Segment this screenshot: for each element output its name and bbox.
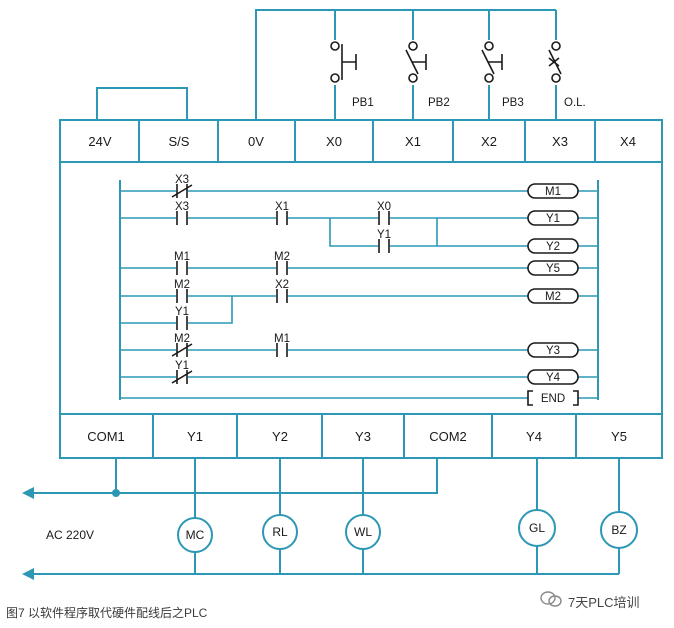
- coil-y1: Y1: [546, 213, 560, 225]
- ladder-rungs: [120, 190, 598, 399]
- load-rl: RL: [262, 514, 298, 550]
- switch-label-pb3: PB3: [502, 97, 524, 109]
- terminal-y1: Y1: [187, 429, 203, 444]
- coil-m1: M1: [545, 186, 561, 198]
- svg-text:GL: GL: [529, 521, 545, 535]
- switch-label-pb1: PB1: [352, 97, 374, 109]
- terminal-ss: S/S: [169, 134, 190, 149]
- contact-label-x3: X3: [175, 201, 189, 213]
- ol-contact: [548, 41, 562, 83]
- contact-label-y1-nc: Y1: [175, 360, 189, 372]
- contact-label-x2: X2: [275, 279, 289, 291]
- ladder-contacts: [171, 183, 390, 385]
- svg-text:RL: RL: [272, 525, 288, 539]
- terminal-24v: 24V: [88, 134, 111, 149]
- ladder-coils: [527, 183, 579, 406]
- terminal-y5: Y5: [611, 429, 627, 444]
- top-terminal-strip: 24V S/S 0V X0 X1 X2 X3 X4: [59, 119, 663, 163]
- pb3-switch: [481, 41, 503, 83]
- bottom-terminal-strip: COM1 Y1 Y2 Y3 COM2 Y4 Y5: [59, 413, 663, 459]
- terminal-x3: X3: [552, 134, 568, 149]
- switch-label-ol: O.L.: [564, 97, 586, 109]
- terminal-y4: Y4: [526, 429, 542, 444]
- output-wiring: [22, 458, 620, 580]
- terminal-x0: X0: [326, 134, 342, 149]
- coil-y3: Y3: [546, 345, 560, 357]
- switch-common-bus: [255, 9, 556, 120]
- svg-text:WL: WL: [354, 525, 372, 539]
- pb2-switch: [405, 41, 427, 83]
- contact-label-y1-b: Y1: [175, 306, 189, 318]
- contact-label-m2-nc: M2: [174, 333, 190, 345]
- end-instruction: END: [541, 393, 565, 405]
- terminal-y2: Y2: [272, 429, 288, 444]
- supply-label: AC 220V: [46, 528, 94, 542]
- coil-y4: Y4: [546, 372, 561, 384]
- coil-m2: M2: [545, 291, 561, 303]
- contact-label-x3-nc: X3: [175, 174, 189, 186]
- contact-label-y1-latch: Y1: [377, 229, 391, 241]
- contact-label-x0: X0: [377, 201, 391, 213]
- load-mc: MC: [177, 517, 213, 553]
- load-gl: GL: [518, 509, 556, 547]
- switch-label-pb2: PB2: [428, 97, 450, 109]
- svg-text:BZ: BZ: [611, 523, 626, 537]
- terminal-x4: X4: [620, 134, 636, 149]
- coil-y5: Y5: [546, 263, 560, 275]
- coil-y2: Y2: [546, 241, 560, 253]
- load-bz: BZ: [600, 511, 638, 549]
- terminal-y3: Y3: [355, 429, 371, 444]
- wechat-icon: [540, 591, 562, 607]
- pb1-switch: [330, 41, 357, 83]
- terminal-x1: X1: [405, 134, 421, 149]
- figure-caption: 图7 以软件程序取代硬件配线后之PLC: [6, 606, 208, 620]
- contact-label-x1: X1: [275, 201, 289, 213]
- jumper-24v-ss: [96, 87, 188, 120]
- terminal-com2: COM2: [429, 429, 467, 444]
- contact-label-m1: M1: [174, 251, 190, 263]
- terminal-0v: 0V: [248, 134, 264, 149]
- load-wl: WL: [345, 514, 381, 550]
- terminal-x2: X2: [481, 134, 497, 149]
- contact-label-m2-b: M2: [174, 279, 190, 291]
- contact-label-m2: M2: [274, 251, 290, 263]
- terminal-com1: COM1: [87, 429, 125, 444]
- contact-label-m1-b: M1: [274, 333, 290, 345]
- svg-text:MC: MC: [186, 528, 205, 542]
- brand-watermark: 7天PLC培训: [568, 595, 640, 610]
